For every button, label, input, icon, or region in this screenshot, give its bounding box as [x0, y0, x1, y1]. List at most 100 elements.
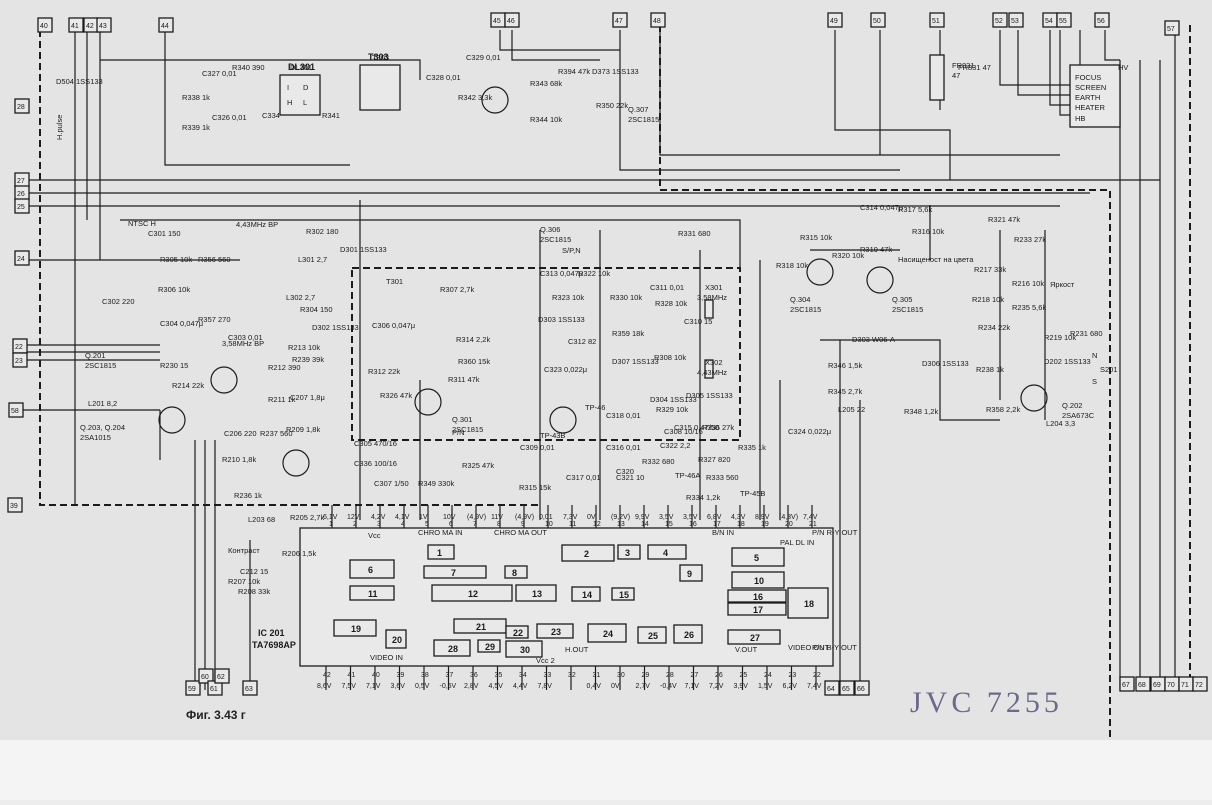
ic-block-30-label: 30: [520, 645, 530, 655]
ic-pin-20-voltage: (4,3V): [779, 514, 798, 521]
ic-pin-24: 241,5V: [758, 666, 773, 690]
ic-pin-35: 354,5V: [489, 666, 503, 690]
ntsc-label: NTSC H: [128, 219, 156, 228]
component-label: C306 0,047μ: [372, 321, 415, 330]
ic-pin-10-number: 10: [545, 521, 553, 528]
component-label: D202 1SS133: [1044, 357, 1091, 366]
connector-22: 22: [12, 338, 28, 354]
connector-68-label: 68: [1138, 682, 1146, 689]
ic-pin-14-number: 14: [641, 521, 649, 528]
connector-63-label: 63: [245, 686, 253, 693]
color-tint-label: Насищеност на цвета: [898, 255, 974, 264]
ic-pin-39: 393,6V: [391, 666, 406, 690]
ic-block-18: 18: [787, 587, 829, 619]
ic-pin-34: 344,4V: [513, 666, 528, 690]
ic-block-2: 2: [561, 544, 615, 562]
ic-pin-25-number: 25: [740, 672, 748, 679]
ic-pin-3-voltage: 4,2V: [371, 514, 386, 521]
component-label: R348 1,2k: [904, 407, 938, 416]
ic-pin-16-number: 16: [689, 521, 697, 528]
connector-41-label: 41: [71, 23, 79, 30]
ic-pin-41-voltage: 7,5V: [342, 683, 357, 690]
ic-pin-29-voltage: 2,7V: [636, 683, 651, 690]
ic-pin-24-number: 24: [764, 672, 772, 679]
ic-pin-37-voltage: -0,5V: [440, 683, 457, 690]
ic-block-11-label: 11: [368, 589, 378, 599]
ic-pin-17-voltage: 6,8V: [707, 514, 722, 521]
ic-pin-26-voltage: 7,2V: [709, 683, 724, 690]
ic-block-8-label: 8: [512, 568, 517, 578]
component-label: L203 68: [248, 515, 275, 524]
ic-block-6: 6: [349, 559, 395, 579]
ic-block-27-label: 27: [750, 633, 760, 643]
ic-block-13: 13: [515, 584, 557, 602]
component-label: C304 0,047μ: [160, 319, 203, 328]
ic-pin-37-number: 37: [446, 672, 454, 679]
connector-62: 62: [214, 668, 230, 684]
ic-block-8: 8: [504, 565, 528, 579]
ic-block-27: 27: [727, 629, 781, 645]
component-label: C312 82: [568, 337, 596, 346]
connector-53-label: 53: [1011, 18, 1019, 25]
ic-ref: IC 201: [258, 628, 285, 638]
connector-49-label: 49: [830, 18, 838, 25]
connector-51-label: 51: [932, 18, 940, 25]
ic-pin-9-number: 9: [521, 521, 525, 528]
component-label: R316 10k: [912, 227, 944, 236]
ic-pin-10-voltage: 0,01: [539, 514, 553, 521]
ic-pin-5-number: 5: [425, 521, 429, 528]
component-label: R311 47k: [448, 375, 480, 384]
free-labels: NTSC H H.pulse Контраст Насищеност на цв…: [55, 115, 1118, 719]
component-label: R356 560: [198, 255, 231, 264]
ic-pin-22: 227,4V: [807, 666, 822, 690]
connector-46-label: 46: [507, 18, 515, 25]
ic-pin-36: 362,8V: [464, 666, 479, 690]
ic-pin-9: (4,9V)9: [515, 505, 534, 528]
component-label: R338 1k: [182, 93, 210, 102]
connector-52: 52: [992, 12, 1008, 28]
connector-39-label: 39: [10, 503, 18, 510]
ic-pin-35-number: 35: [495, 672, 503, 679]
component-label: R207 10k: [228, 577, 260, 586]
component-label: R357 270: [198, 315, 231, 324]
ic-pin-7: (4,9V)7: [467, 505, 486, 528]
dashed-shield-chroma: [351, 267, 741, 441]
connector-45-label: 45: [493, 18, 501, 25]
connector-69-label: 69: [1153, 682, 1161, 689]
component-label: DL301: [290, 63, 312, 72]
connector-55: 55: [1056, 12, 1072, 28]
component-label: R394 47k: [558, 67, 590, 76]
transistor-symbols: [158, 86, 1048, 477]
component-label: R205 2,7k: [290, 513, 324, 522]
xtal2-freq: 4,43MHz: [697, 368, 727, 377]
ic-block-14-label: 14: [582, 590, 592, 600]
component-label: C206 220: [224, 429, 257, 438]
transistor-type: 2SC1815: [85, 361, 116, 370]
component-label: R322 10k: [578, 269, 610, 278]
component-label: R314 2,2k: [456, 335, 490, 344]
component-label: R318 10k: [776, 261, 808, 270]
transistor-type: 2SC1815: [892, 305, 923, 314]
ic-pin-30-voltage: 0V: [611, 683, 620, 690]
connector-51: 51: [929, 12, 945, 28]
transistor-ref: Q.203, Q.204: [80, 423, 125, 432]
transistor-labels: Q.3072SC1815Q.3062SC1815Q.3042SC1815Q.30…: [80, 105, 1095, 442]
component-label: C311 0,01: [650, 283, 684, 292]
ic-pins-bottom: 428,6V417,5V407,1V393,6V380,5V37-0,5V362…: [317, 666, 822, 690]
ic-pin-39-voltage: 3,6V: [391, 683, 406, 690]
connector-48-label: 48: [653, 18, 661, 25]
component-label: R350 22k: [596, 101, 628, 110]
component-label: R333 560: [706, 473, 739, 482]
connector-62-label: 62: [217, 674, 225, 681]
ic-pin-18-number: 18: [737, 521, 745, 528]
connector-59-label: 59: [188, 686, 196, 693]
ic-pin-23-voltage: 6,2V: [783, 683, 798, 690]
component-label: R330 10k: [610, 293, 642, 302]
connector-65: 65: [839, 680, 855, 696]
component-label: C329 0,01: [466, 53, 501, 62]
ic-pin-9-voltage: (4,9V): [515, 514, 534, 521]
ic-pin-40-number: 40: [372, 672, 380, 679]
